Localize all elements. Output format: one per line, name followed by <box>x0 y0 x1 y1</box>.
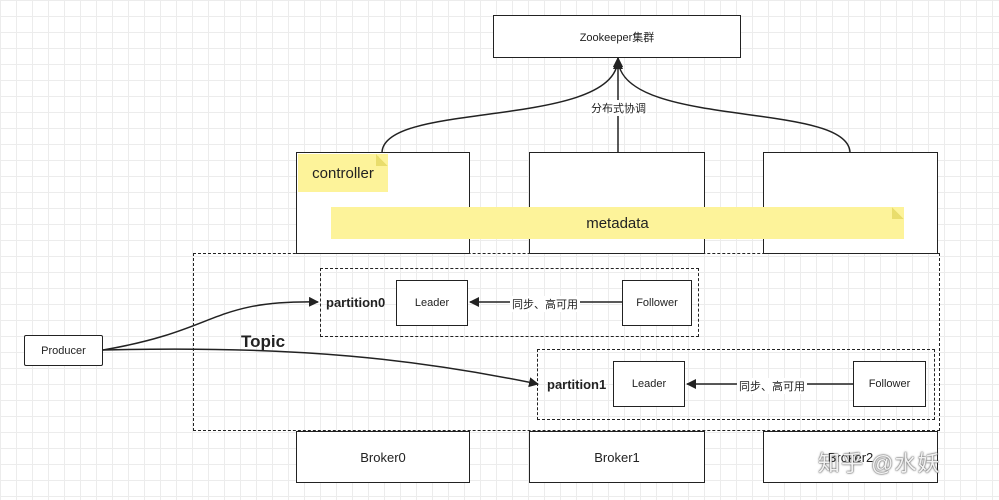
broker2-label: Broker2 <box>827 449 874 465</box>
broker1-box: Broker1 <box>529 431 705 483</box>
partition1-follower-label: Follower <box>868 378 911 390</box>
coordination-label: 分布式协调 <box>590 100 647 116</box>
partition1-leader-label: Leader <box>631 378 667 390</box>
partition0-follower-label: Follower <box>636 297 678 309</box>
partition1-region <box>537 349 935 420</box>
producer-to-partition0-line <box>102 296 319 351</box>
producer-box: Producer <box>24 335 103 366</box>
partition0-follower-box: Follower <box>622 280 692 326</box>
partition0-label: partition0 <box>326 295 386 310</box>
watermark-label: 知乎 @水妖 <box>818 451 941 476</box>
partition1-label: partition1 <box>547 377 607 392</box>
partition0-leader-label: Leader <box>414 297 450 309</box>
controller-note: controller <box>298 154 388 192</box>
partition0-sync-label: 同步、高可用 <box>510 296 580 312</box>
metadata-label: metadata <box>586 214 649 232</box>
broker0-to-zookeeper-line <box>381 57 623 154</box>
broker0-label: Broker0 <box>360 449 406 465</box>
controller-label: controller <box>312 164 374 182</box>
topic-region <box>193 253 940 431</box>
metadata-note: metadata <box>331 207 904 239</box>
zookeeper-label: Zookeeper集群 <box>579 31 655 44</box>
producer-to-partition1-line <box>102 348 539 388</box>
partition0-region <box>320 268 699 337</box>
broker2-to-zookeeper-line <box>613 57 851 154</box>
broker1-label: Broker1 <box>594 449 640 465</box>
partition0-leader-box: Leader <box>396 280 468 326</box>
topic-label: Topic <box>241 332 286 351</box>
broker2-box: Broker2 <box>763 431 938 483</box>
note-fold-icon <box>892 207 904 219</box>
partition1-leader-box: Leader <box>613 361 685 407</box>
zookeeper-cluster-box: Zookeeper集群 <box>493 15 741 58</box>
note-fold-icon <box>376 154 388 166</box>
producer-label: Producer <box>41 344 86 357</box>
partition1-follower-box: Follower <box>853 361 926 407</box>
partition1-sync-label: 同步、高可用 <box>737 378 807 394</box>
broker0-box: Broker0 <box>296 431 470 483</box>
